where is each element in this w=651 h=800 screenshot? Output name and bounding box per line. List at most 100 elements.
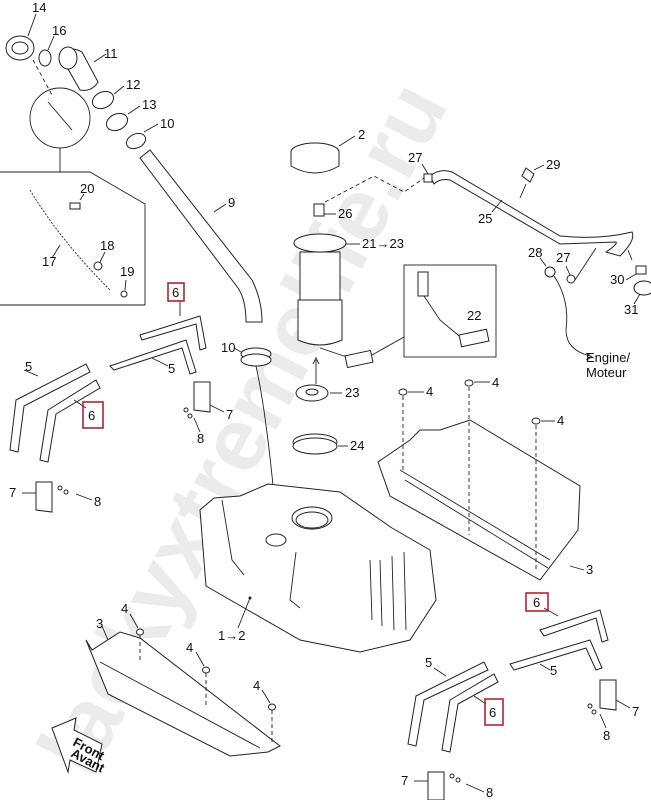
callout-4-f: 4 [253, 678, 260, 693]
highlight-box-6-c [525, 592, 549, 612]
strap-part-5-left [9, 363, 91, 453]
callout-2: 2 [358, 127, 365, 142]
callout-4-a: 4 [426, 384, 433, 399]
callout-8-a: 8 [197, 431, 204, 446]
callout-1-2: 1→2 [218, 628, 245, 643]
fuel-pump-part-21-23 [293, 233, 360, 346]
gasket-part-23 [295, 384, 342, 402]
callout-12: 12 [126, 77, 140, 92]
clip-part-27-upper [421, 163, 433, 183]
bracket-part-7-left [22, 481, 53, 513]
screw-part-20 [69, 193, 85, 210]
screw-part-4-b [464, 379, 490, 535]
callout-4-d: 4 [121, 601, 128, 616]
callout-13: 13 [142, 97, 156, 112]
callout-22: 22 [467, 308, 481, 323]
screw-part-4-e [195, 651, 210, 706]
fuel-cap-part-14 [5, 13, 37, 61]
clip-part-27-lower [565, 247, 597, 284]
skid-plate-part-3-left [85, 625, 281, 757]
skid-plate-part-3-right [377, 419, 585, 581]
gasket-part-12 [91, 85, 125, 110]
callout-7-a: 7 [226, 407, 233, 422]
callout-16: 16 [52, 23, 66, 38]
callout-24: 24 [350, 438, 364, 453]
disc-part-31 [633, 280, 651, 305]
callout-11: 11 [104, 46, 118, 61]
callout-25: 25 [478, 211, 492, 226]
callout-7-b: 7 [9, 485, 16, 500]
highlight-box-6-d [484, 698, 504, 726]
callout-23: 23 [345, 385, 359, 400]
bolt-part-8-upper [183, 407, 201, 433]
callout-30: 30 [610, 272, 624, 287]
strap-part-6-lower-left [441, 673, 499, 753]
callout-7-d: 7 [401, 773, 408, 788]
callout-26: 26 [338, 206, 352, 221]
callout-10-lower: 10 [221, 340, 235, 355]
callout-18: 18 [100, 238, 114, 253]
inset-detail-box [0, 171, 146, 306]
callout-5-a: 5 [25, 359, 32, 374]
nut-part-19 [120, 279, 128, 298]
tether-chain-part-17 [29, 189, 111, 291]
valve-part-28 [539, 257, 556, 278]
clip-part-29 [519, 164, 545, 199]
callout-19: 19 [120, 264, 134, 279]
callout-31: 31 [624, 302, 638, 317]
callout-27-lower: 27 [556, 250, 570, 265]
callout-6-d: 6 [489, 705, 496, 720]
callout-4-c: 4 [557, 413, 564, 428]
fuel-sender-float [319, 336, 405, 369]
bracket-part-7-lower-right [599, 679, 631, 711]
clamp-part-10-upper [125, 123, 159, 150]
callout-8-b: 8 [94, 494, 101, 509]
fuel-level-sender-part-22 [417, 271, 490, 348]
screw-part-4-c [531, 417, 555, 572]
callout-3-a: 3 [586, 562, 593, 577]
callout-10-upper: 10 [160, 116, 174, 131]
callout-4-b: 4 [492, 375, 499, 390]
bracket-part-7-lower-left [414, 771, 445, 800]
detail-circle [29, 87, 91, 149]
callout-7-c: 7 [632, 704, 639, 719]
retainer-part-13 [105, 105, 141, 132]
screw-part-4-a [398, 388, 424, 470]
strap-part-5-upper-right [109, 339, 197, 375]
strap-part-6-left [39, 379, 101, 463]
sender-detail-box [403, 264, 497, 358]
bracket-part-7-upper [193, 381, 225, 413]
bolt-part-8-left [57, 485, 93, 501]
vent-hose-part-25 [429, 170, 634, 257]
strap-part-5-lower-right [509, 639, 603, 671]
highlight-box-6-a [167, 282, 185, 302]
callout-9: 9 [228, 195, 235, 210]
callout-21-23: 21→23 [362, 236, 404, 251]
fitting-part-26 [313, 203, 336, 217]
callout-5-b: 5 [168, 361, 175, 376]
strap-part-6-upper-left [139, 300, 207, 351]
callout-5-d: 5 [550, 663, 557, 678]
callout-20: 20 [80, 181, 94, 196]
filler-neck-part-11 [58, 46, 107, 91]
callout-28: 28 [528, 245, 542, 260]
fuel-tank-part-1 [199, 483, 437, 653]
callout-3-b: 3 [96, 616, 103, 631]
filler-hose-part-9 [139, 149, 263, 323]
callout-14: 14 [32, 0, 46, 15]
screw-part-4-f [261, 689, 276, 745]
washer-part-18 [93, 251, 106, 271]
lock-ring-part-2 [290, 135, 356, 174]
callout-8-d: 8 [486, 785, 493, 800]
bolt-part-8-lower-right [587, 703, 607, 729]
engine-label-line1: Engine/ [586, 350, 630, 365]
callout-5-c: 5 [425, 655, 432, 670]
callout-6-b: 6 [88, 408, 95, 423]
engine-label-line2: Moteur [586, 365, 627, 380]
highlight-box-6-b [82, 401, 104, 429]
bolt-part-8-lower-left [449, 773, 485, 793]
callout-29: 29 [546, 157, 560, 172]
seal-ring-part-24 [292, 433, 348, 455]
strap-part-6-upper-right [539, 607, 609, 643]
